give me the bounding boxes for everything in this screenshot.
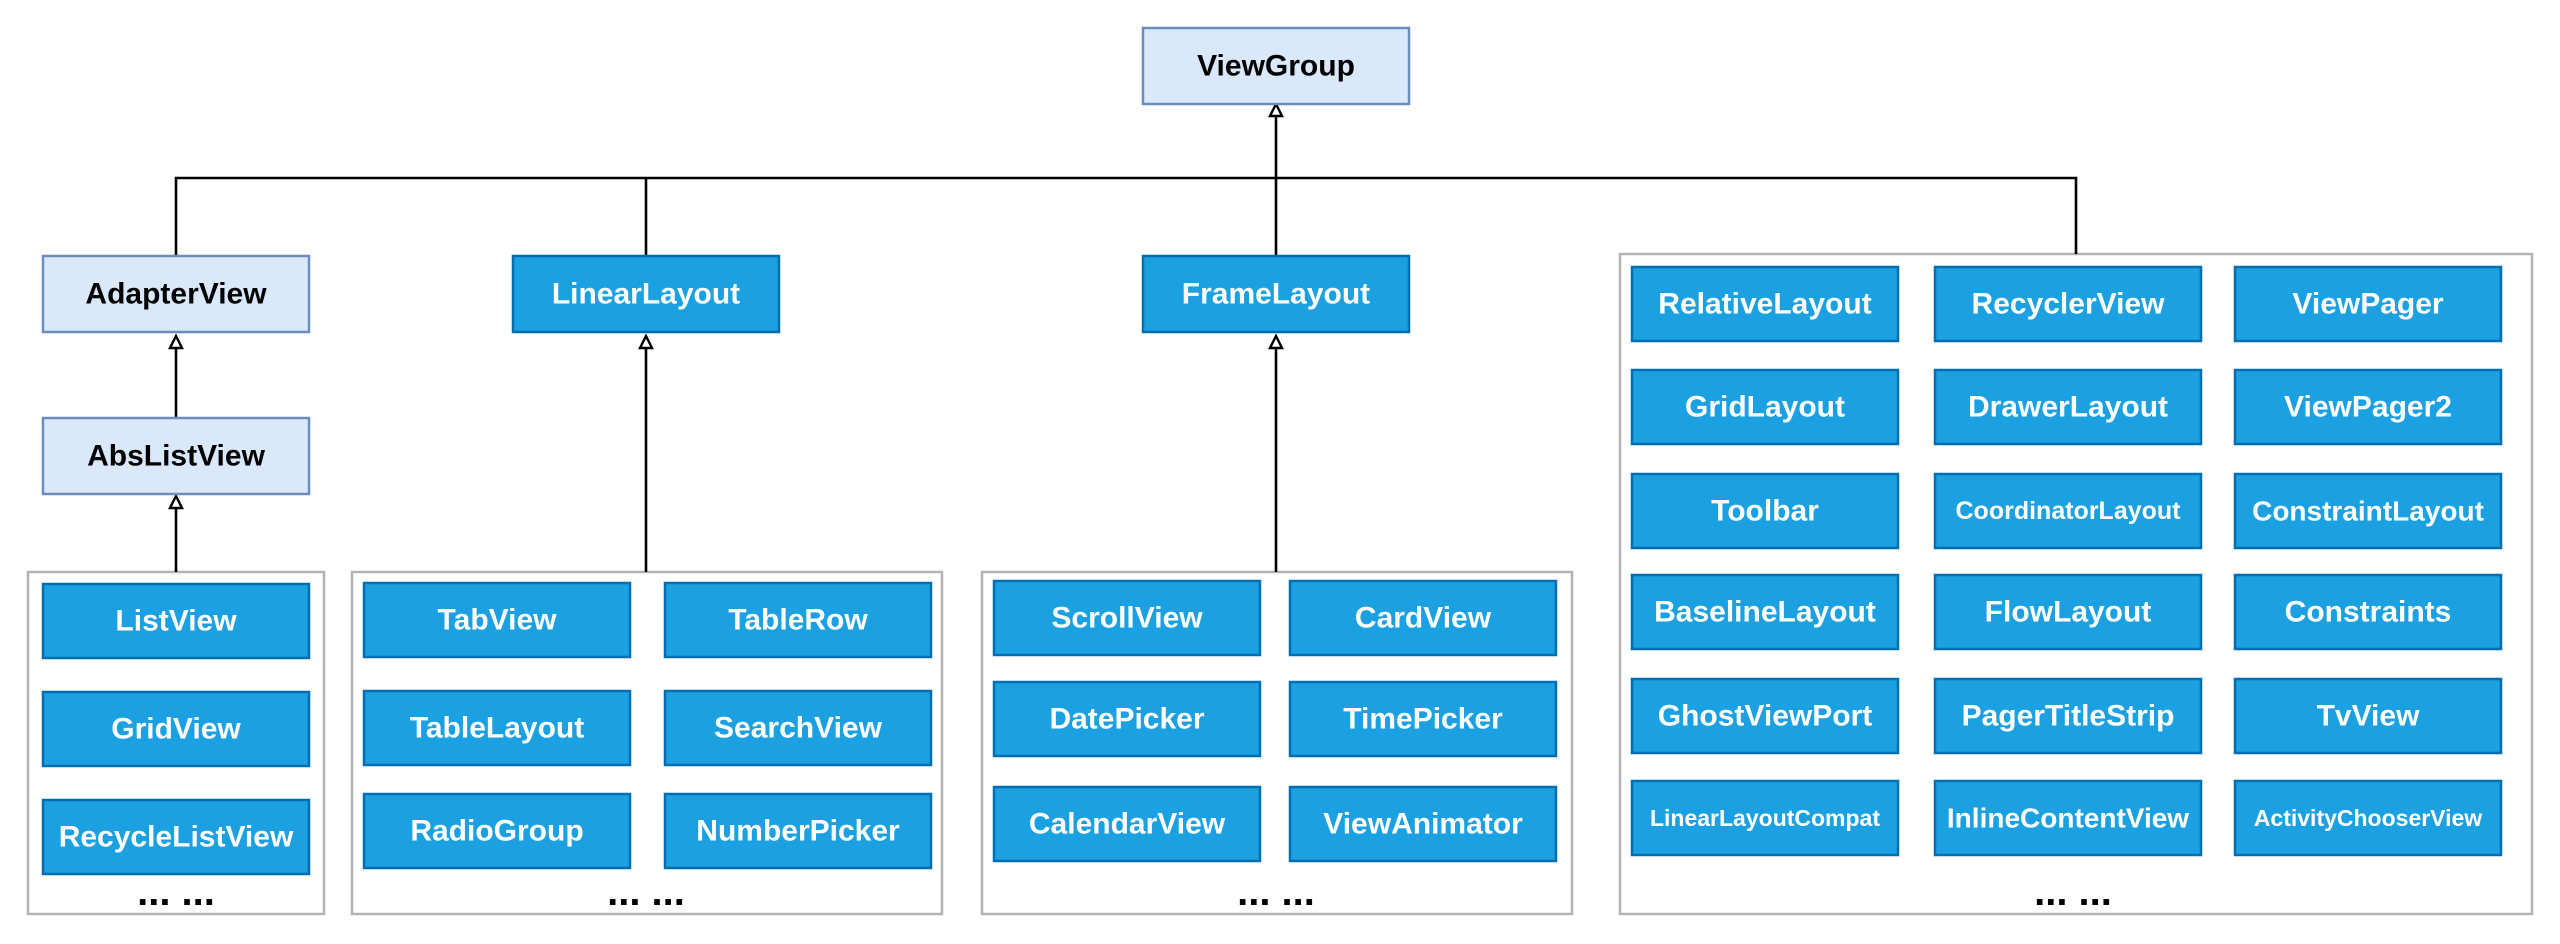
- node-adapterview-label: AdapterView: [85, 278, 267, 311]
- node-viewpager-label: ViewPager: [2292, 288, 2444, 321]
- node-coordinatorlayout-label: CoordinatorLayout: [1956, 497, 2182, 525]
- node-searchview: SearchView: [663, 689, 933, 767]
- other-group-ellipsis: ... ...: [2034, 870, 2112, 914]
- node-linearlayout-label: LinearLayout: [552, 278, 740, 311]
- node-datepicker-label: DatePicker: [1049, 703, 1204, 736]
- node-numberpicker: NumberPicker: [663, 792, 933, 870]
- node-toolbar-label: Toolbar: [1711, 495, 1819, 528]
- node-timepicker-label: TimePicker: [1343, 703, 1503, 736]
- node-flowlayout-label: FlowLayout: [1985, 596, 2152, 629]
- node-recyclerview: RecyclerView: [1933, 265, 2203, 343]
- node-gridlayout: GridLayout: [1630, 368, 1900, 446]
- node-viewanimator-label: ViewAnimator: [1323, 808, 1523, 841]
- node-gridview: GridView: [41, 690, 311, 768]
- arrow-to-viewgroup: [1268, 101, 1284, 118]
- node-tabview-label: TabView: [438, 604, 558, 637]
- node-timepicker: TimePicker: [1288, 680, 1558, 758]
- arrow-to-framelayout: [1268, 333, 1284, 350]
- node-tablerow: TableRow: [663, 581, 933, 659]
- inheritance-arrowheads: [168, 101, 1284, 510]
- node-framelayout: FrameLayout: [1141, 254, 1411, 334]
- node-scrollview: ScrollView: [992, 579, 1262, 657]
- node-scrollview-label: ScrollView: [1051, 602, 1203, 635]
- linear-group-ellipsis: ... ...: [607, 870, 685, 914]
- node-listview: ListView: [41, 582, 311, 660]
- adapter-group-ellipsis: ... ...: [137, 870, 215, 914]
- node-activitychooserview-label: ActivityChooserView: [2254, 805, 2482, 831]
- node-tablelayout: TableLayout: [362, 689, 632, 767]
- node-drawerlayout-label: DrawerLayout: [1968, 391, 2168, 424]
- node-listview-label: ListView: [115, 605, 237, 638]
- node-activitychooserview: ActivityChooserView: [2233, 779, 2503, 857]
- node-relativelayout: RelativeLayout: [1630, 265, 1900, 343]
- node-calendarview-label: CalendarView: [1029, 808, 1226, 841]
- node-recyclelistview-label: RecycleListView: [59, 821, 294, 854]
- node-abslistview: AbsListView: [41, 416, 311, 496]
- node-constraints-label: Constraints: [2285, 596, 2452, 629]
- node-tvview: TvView: [2233, 677, 2503, 755]
- node-searchview-label: SearchView: [714, 712, 883, 745]
- node-tabview: TabView: [362, 581, 632, 659]
- node-relativelayout-label: RelativeLayout: [1658, 288, 1871, 321]
- node-viewpager2-label: ViewPager2: [2284, 391, 2452, 424]
- inheritance-edges: [174, 110, 2078, 572]
- node-linearlayout: LinearLayout: [511, 254, 781, 334]
- node-baselinelayout: BaselineLayout: [1630, 573, 1900, 651]
- node-cardview-label: CardView: [1355, 602, 1492, 635]
- node-gridlayout-label: GridLayout: [1685, 391, 1845, 424]
- arrow-to-linearlayout: [638, 333, 654, 350]
- node-ghostviewport: GhostViewPort: [1630, 677, 1900, 755]
- node-calendarview: CalendarView: [992, 785, 1262, 863]
- node-toolbar: Toolbar: [1630, 472, 1900, 550]
- node-tvview-label: TvView: [2317, 700, 2420, 733]
- node-inlinecontentview: InlineContentView: [1933, 779, 2203, 857]
- node-numberpicker-label: NumberPicker: [696, 815, 900, 848]
- arrow-to-abslistview: [168, 493, 184, 510]
- node-linearlayoutcompat: LinearLayoutCompat: [1630, 779, 1900, 857]
- node-coordinatorlayout: CoordinatorLayout: [1933, 472, 2203, 550]
- node-tablelayout-label: TableLayout: [410, 712, 584, 745]
- node-cardview: CardView: [1288, 579, 1558, 657]
- node-datepicker: DatePicker: [992, 680, 1262, 758]
- frame-group-ellipsis: ... ...: [1237, 870, 1315, 914]
- arrow-to-adapterview: [168, 333, 184, 350]
- node-constraintlayout: ConstraintLayout: [2233, 472, 2503, 550]
- node-abslistview-label: AbsListView: [87, 440, 265, 473]
- node-recyclelistview: RecycleListView: [41, 798, 311, 876]
- node-radiogroup: RadioGroup: [362, 792, 632, 870]
- node-pagertitlestrip-label: PagerTitleStrip: [1962, 700, 2175, 733]
- node-viewpager2: ViewPager2: [2233, 368, 2503, 446]
- node-constraints: Constraints: [2233, 573, 2503, 651]
- node-framelayout-label: FrameLayout: [1182, 278, 1370, 311]
- node-constraintlayout-label: ConstraintLayout: [2252, 496, 2484, 527]
- node-radiogroup-label: RadioGroup: [410, 815, 583, 848]
- node-viewgroup: ViewGroup: [1141, 26, 1411, 106]
- node-linearlayoutcompat-label: LinearLayoutCompat: [1650, 805, 1880, 831]
- node-adapterview: AdapterView: [41, 254, 311, 334]
- node-gridview-label: GridView: [111, 713, 241, 746]
- node-recyclerview-label: RecyclerView: [1972, 288, 2166, 321]
- node-pagertitlestrip: PagerTitleStrip: [1933, 677, 2203, 755]
- node-flowlayout: FlowLayout: [1933, 573, 2203, 651]
- node-viewpager: ViewPager: [2233, 265, 2503, 343]
- node-ghostviewport-label: GhostViewPort: [1658, 700, 1872, 733]
- node-drawerlayout: DrawerLayout: [1933, 368, 2203, 446]
- node-viewanimator: ViewAnimator: [1288, 785, 1558, 863]
- node-tablerow-label: TableRow: [728, 604, 868, 637]
- node-viewgroup-label: ViewGroup: [1197, 50, 1355, 83]
- node-inlinecontentview-label: InlineContentView: [1947, 803, 2189, 834]
- node-baselinelayout-label: BaselineLayout: [1654, 596, 1876, 629]
